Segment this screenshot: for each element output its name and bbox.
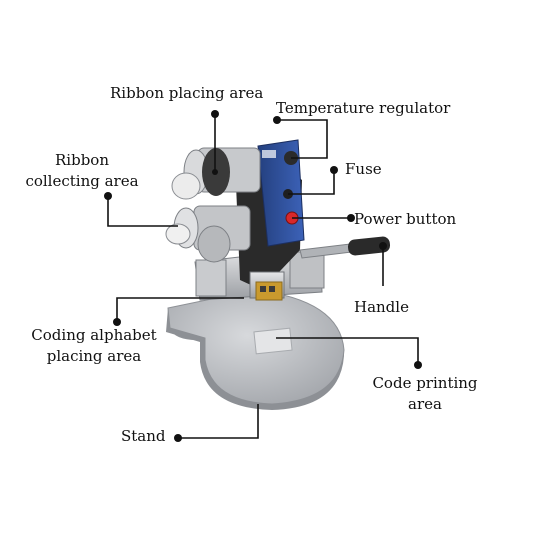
label-ribbon-placing-area: Ribbon placing area: [110, 84, 264, 102]
leader-ribbon-collecting: [107, 196, 178, 227]
label-code-printing-line-2: area: [408, 395, 442, 413]
leader-stand: [178, 404, 259, 439]
label-handle: Handle: [354, 298, 409, 316]
dot-handle: [379, 242, 387, 250]
label-fuse: Fuse: [345, 160, 382, 178]
leader-dots: [104, 110, 422, 442]
label-temperature-regulator: Temperature regulator: [276, 99, 451, 117]
leader-lines: [107, 114, 419, 439]
label-coding-line-2: placing area: [46, 347, 142, 365]
leader-fuse: [288, 170, 335, 195]
dot-coding: [113, 318, 121, 326]
label-power-button: Power button: [354, 210, 457, 228]
label-coding-line-1: Coding alphabet: [31, 326, 157, 344]
label-ribbon-collecting-line-2: collecting area: [25, 172, 139, 190]
dot-code-printing: [414, 361, 422, 369]
dot-ribbon-placing-end: [212, 169, 218, 175]
stand-base: [166, 289, 345, 410]
label-code-printing-line-1: Code printing: [372, 374, 478, 392]
dot-ribbon-placing: [211, 110, 219, 118]
dot-ribbon-collecting: [104, 192, 112, 200]
label-stand: Stand: [121, 427, 166, 445]
leader-code-printing: [276, 337, 419, 365]
dot-temperature: [273, 116, 281, 124]
label-code-printing-area: Code printing area: [365, 373, 485, 415]
handle: [299, 236, 391, 259]
dot-power: [347, 214, 355, 222]
label-coding-alphabet-placing-area: Coding alphabet placing area: [20, 325, 168, 367]
leader-coding: [116, 297, 244, 322]
ribbon-rollers: [165, 147, 261, 263]
leader-temperature: [277, 119, 328, 159]
label-ribbon-collecting-area: Ribbon collecting area: [22, 150, 142, 192]
dot-stand: [174, 434, 182, 442]
dot-fuse: [330, 166, 338, 174]
label-ribbon-collecting-line-1: Ribbon: [55, 151, 109, 169]
